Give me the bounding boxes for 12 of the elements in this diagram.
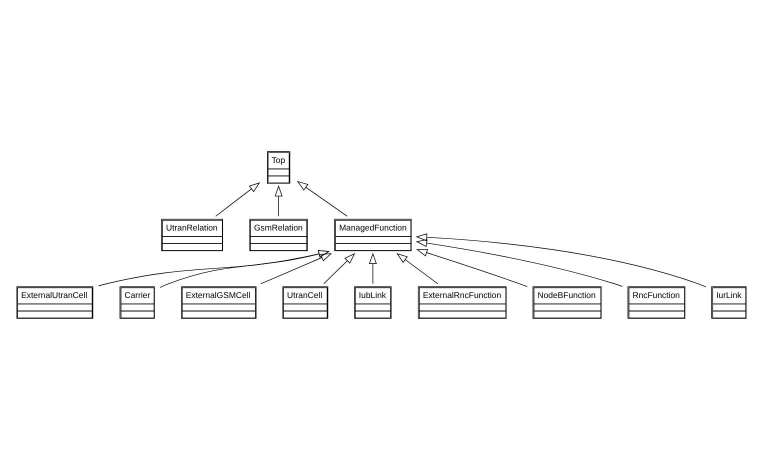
arrow	[323, 252, 356, 284]
arrow	[98, 250, 330, 286]
arrow	[215, 182, 260, 216]
arrow	[396, 252, 438, 284]
arrow	[368, 252, 377, 284]
arrow	[260, 252, 332, 284]
arrow	[296, 180, 348, 216]
arrow	[416, 238, 623, 286]
arrow	[416, 248, 528, 286]
arrow	[274, 184, 283, 216]
arrow	[416, 232, 706, 287]
arrow	[160, 250, 330, 288]
